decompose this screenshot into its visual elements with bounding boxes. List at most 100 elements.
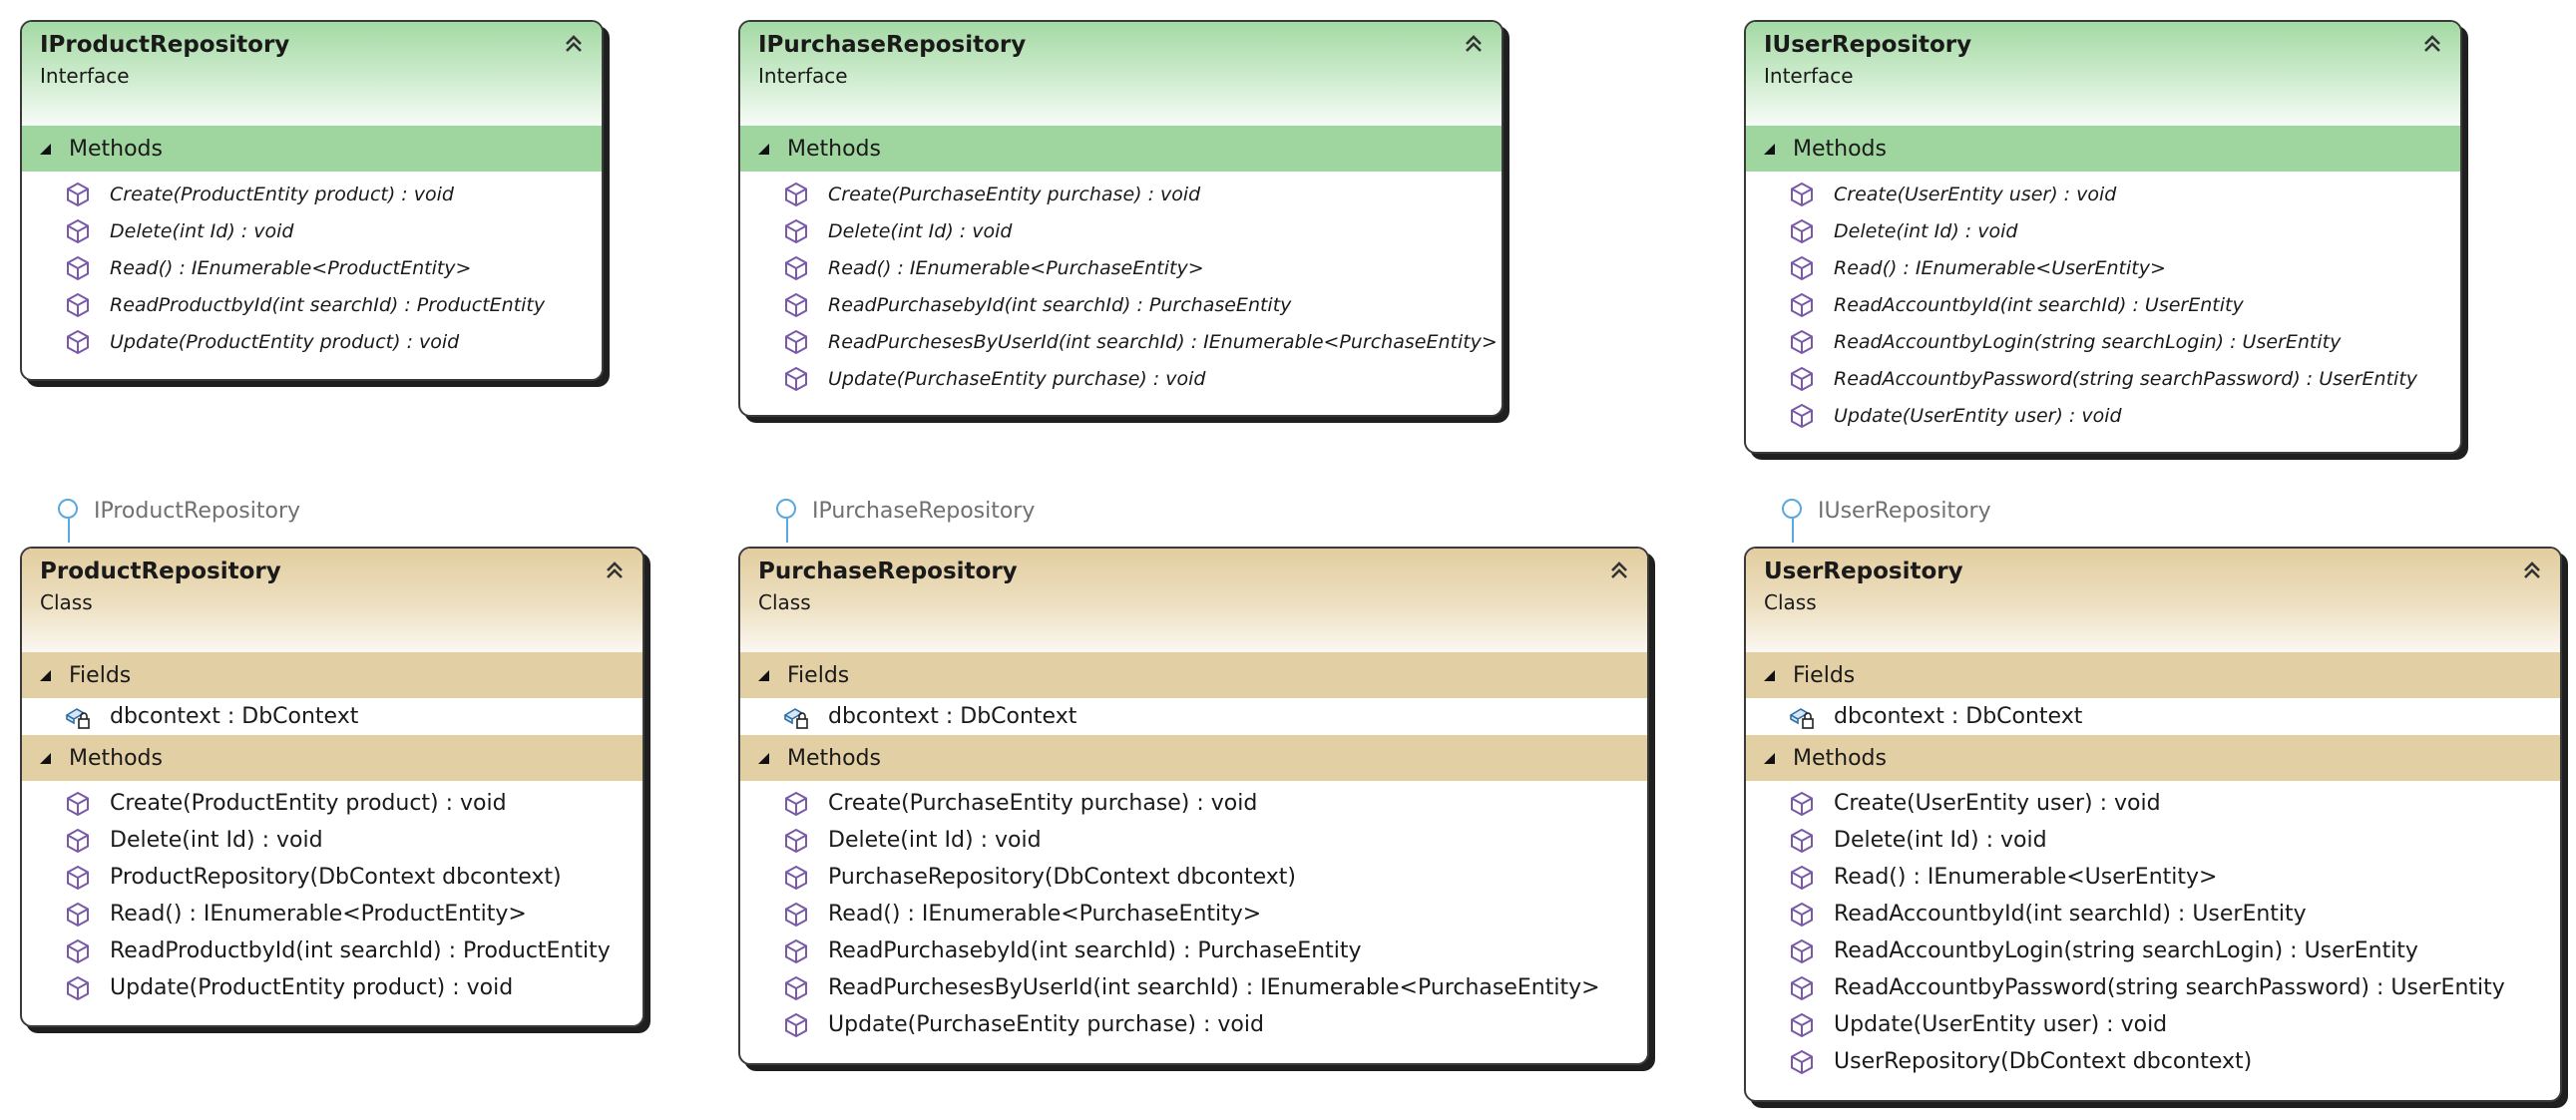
collapse-shape-icon[interactable] <box>2520 559 2544 582</box>
method-cube-icon <box>1788 1011 1816 1039</box>
method-row[interactable]: Create(UserEntity user) : void <box>1746 176 2460 212</box>
implements-lollipop-ipurchaserepository[interactable]: IPurchaseRepository <box>776 499 1035 543</box>
method-row[interactable]: Delete(int Id) : void <box>22 822 643 859</box>
methods-section-toggle[interactable]: Methods <box>22 126 602 172</box>
method-row[interactable]: Read() : IEnumerable<PurchaseEntity> <box>740 249 1502 286</box>
implements-lollipop-iuserrepository[interactable]: IUserRepository <box>1782 499 1991 543</box>
method-row[interactable]: PurchaseRepository(DbContext dbcontext) <box>740 859 1647 896</box>
method-row[interactable]: Update(UserEntity user) : void <box>1746 397 2460 434</box>
method-row[interactable]: Create(PurchaseEntity purchase) : void <box>740 176 1502 212</box>
field-row[interactable]: dbcontext : DbContext <box>740 698 1647 735</box>
method-row[interactable]: ProductRepository(DbContext dbcontext) <box>22 859 643 896</box>
expanded-triangle-icon <box>1764 669 1775 681</box>
method-row[interactable]: Update(ProductEntity product) : void <box>22 969 643 1006</box>
method-row[interactable]: ReadAccountbyId(int searchId) : UserEnti… <box>1746 896 2560 933</box>
section-label: Fields <box>787 662 850 688</box>
section-label: Fields <box>1793 662 1856 688</box>
method-row[interactable]: Read() : IEnumerable<UserEntity> <box>1746 249 2460 286</box>
method-row[interactable]: ReadAccountbyPassword(string searchPassw… <box>1746 360 2460 397</box>
fields-section-toggle[interactable]: Fields <box>740 652 1647 698</box>
collapse-shape-icon[interactable] <box>2420 32 2444 56</box>
method-row[interactable]: ReadAccountbyPassword(string searchPassw… <box>1746 969 2560 1006</box>
method-row[interactable]: Update(ProductEntity product) : void <box>22 323 602 360</box>
method-row[interactable]: Update(PurchaseEntity purchase) : void <box>740 1006 1647 1043</box>
method-row[interactable]: UserRepository(DbContext dbcontext) <box>1746 1043 2560 1080</box>
method-signature: Delete(int Id) : void <box>828 219 1013 242</box>
interface-shape-iuserrepository[interactable]: IUserRepository Interface Methods Create… <box>1744 20 2462 454</box>
method-row[interactable]: Update(PurchaseEntity purchase) : void <box>740 360 1502 397</box>
method-signature: Create(ProductEntity product) : void <box>110 183 454 205</box>
methods-list: Create(ProductEntity product) : void Del… <box>22 172 602 366</box>
method-row[interactable]: ReadAccountbyLogin(string searchLogin) :… <box>1746 323 2460 360</box>
method-signature: PurchaseRepository(DbContext dbcontext) <box>828 865 1296 890</box>
method-row[interactable]: Read() : IEnumerable<ProductEntity> <box>22 249 602 286</box>
method-row[interactable]: Create(PurchaseEntity purchase) : void <box>740 785 1647 822</box>
method-signature: Delete(int Id) : void <box>828 828 1042 853</box>
method-row[interactable]: ReadPurchasebyId(int searchId) : Purchas… <box>740 286 1502 323</box>
collapse-shape-icon[interactable] <box>603 559 627 582</box>
shape-header[interactable]: ProductRepository Class <box>22 549 643 652</box>
method-row[interactable]: Delete(int Id) : void <box>740 822 1647 859</box>
method-cube-icon <box>64 901 92 929</box>
method-row[interactable]: ReadAccountbyId(int searchId) : UserEnti… <box>1746 286 2460 323</box>
interface-shape-ipurchaserepository[interactable]: IPurchaseRepository Interface Methods Cr… <box>738 20 1503 417</box>
methods-section-toggle[interactable]: Methods <box>1746 735 2560 781</box>
shape-header[interactable]: UserRepository Class <box>1746 549 2560 652</box>
method-row[interactable]: Read() : IEnumerable<PurchaseEntity> <box>740 896 1647 933</box>
shape-header[interactable]: IProductRepository Interface <box>22 22 602 126</box>
method-row[interactable]: ReadProductbyId(int searchId) : ProductE… <box>22 933 643 969</box>
method-row[interactable]: Read() : IEnumerable<UserEntity> <box>1746 859 2560 896</box>
method-signature: ProductRepository(DbContext dbcontext) <box>110 865 562 890</box>
method-signature: ReadPurchasebyId(int searchId) : Purchas… <box>828 938 1362 963</box>
field-row[interactable]: dbcontext : DbContext <box>22 698 643 735</box>
fields-section-toggle[interactable]: Fields <box>1746 652 2560 698</box>
method-signature: ReadAccountbyPassword(string searchPassw… <box>1834 367 2418 390</box>
method-cube-icon <box>782 937 810 965</box>
method-signature: ReadAccountbyId(int searchId) : UserEnti… <box>1834 902 2307 927</box>
fields-section-toggle[interactable]: Fields <box>22 652 643 698</box>
methods-section-toggle[interactable]: Methods <box>22 735 643 781</box>
method-row[interactable]: ReadProductbyId(int searchId) : ProductE… <box>22 286 602 323</box>
methods-section-toggle[interactable]: Methods <box>1746 126 2460 172</box>
method-row[interactable]: ReadPurchasebyId(int searchId) : Purchas… <box>740 933 1647 969</box>
method-row[interactable]: ReadPurchesesByUserId(int searchId) : IE… <box>740 323 1502 360</box>
class-shape-userrepository[interactable]: UserRepository Class Fields dbcontext : … <box>1744 547 2562 1102</box>
method-cube-icon <box>1788 937 1816 965</box>
method-row[interactable]: Delete(int Id) : void <box>740 212 1502 249</box>
collapse-shape-icon[interactable] <box>1607 559 1631 582</box>
interface-shape-iproductrepository[interactable]: IProductRepository Interface Methods Cre… <box>20 20 604 381</box>
shape-title: IProductRepository <box>40 32 290 58</box>
method-row[interactable]: Create(ProductEntity product) : void <box>22 176 602 212</box>
class-shape-purchaserepository[interactable]: PurchaseRepository Class Fields dbcontex… <box>738 547 1649 1065</box>
method-signature: Read() : IEnumerable<UserEntity> <box>1834 256 2166 279</box>
method-row[interactable]: ReadPurchesesByUserId(int searchId) : IE… <box>740 969 1647 1006</box>
methods-list: Create(UserEntity user) : void Delete(in… <box>1746 172 2460 440</box>
shape-header[interactable]: IPurchaseRepository Interface <box>740 22 1502 126</box>
field-row[interactable]: dbcontext : DbContext <box>1746 698 2560 735</box>
method-row[interactable]: Update(UserEntity user) : void <box>1746 1006 2560 1043</box>
shape-title: UserRepository <box>1764 559 1963 584</box>
class-shape-productrepository[interactable]: ProductRepository Class Fields dbcontext… <box>20 547 644 1027</box>
method-signature: ReadPurchasebyId(int searchId) : Purchas… <box>828 293 1292 316</box>
shape-header[interactable]: IUserRepository Interface <box>1746 22 2460 126</box>
method-cube-icon <box>782 365 810 393</box>
method-row[interactable]: Create(UserEntity user) : void <box>1746 785 2560 822</box>
method-signature: Read() : IEnumerable<ProductEntity> <box>110 902 527 927</box>
methods-section-toggle[interactable]: Methods <box>740 126 1502 172</box>
method-row[interactable]: Delete(int Id) : void <box>1746 822 2560 859</box>
method-signature: Read() : IEnumerable<UserEntity> <box>1834 865 2218 890</box>
implements-lollipop-iproductrepository[interactable]: IProductRepository <box>58 499 300 543</box>
methods-section-toggle[interactable]: Methods <box>740 735 1647 781</box>
shape-title: PurchaseRepository <box>758 559 1018 584</box>
method-row[interactable]: Create(ProductEntity product) : void <box>22 785 643 822</box>
method-row[interactable]: ReadAccountbyLogin(string searchLogin) :… <box>1746 933 2560 969</box>
collapse-shape-icon[interactable] <box>1462 32 1486 56</box>
method-cube-icon <box>782 1011 810 1039</box>
shape-kind: Class <box>758 590 811 614</box>
method-cube-icon <box>782 790 810 818</box>
method-row[interactable]: Read() : IEnumerable<ProductEntity> <box>22 896 643 933</box>
method-row[interactable]: Delete(int Id) : void <box>1746 212 2460 249</box>
shape-header[interactable]: PurchaseRepository Class <box>740 549 1647 652</box>
collapse-shape-icon[interactable] <box>562 32 586 56</box>
method-row[interactable]: Delete(int Id) : void <box>22 212 602 249</box>
